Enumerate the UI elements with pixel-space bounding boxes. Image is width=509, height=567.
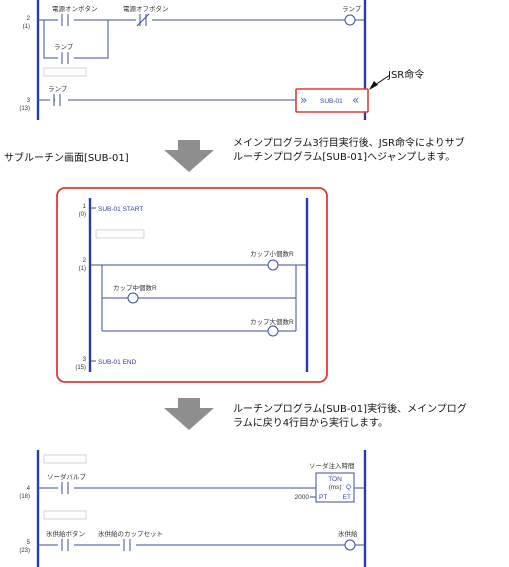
step-number: (1) [23,24,30,30]
timer-instance-label: ソーダ注入時間 [309,461,355,470]
subroutine-start-label[interactable]: SUB-01 START [98,206,143,213]
callout-arrowhead [369,81,378,90]
subroutine-end-label[interactable]: SUB-01 END [98,359,137,366]
step-number: (23) [19,548,30,554]
timer-preset-value: 2000 [295,494,310,501]
step-number: (18) [19,494,30,500]
main-program-bottom: 4 (18) ソーダバルブ ソーダ注入時間 TON (ms) Q PT ET 2… [19,450,367,567]
contact-label: 電源オフボタン [123,4,169,13]
pulse-mark: ↑ [53,97,56,104]
coil-label: カップ中個数R [113,283,157,292]
jsr-arrow-in-icon: » [300,93,307,107]
comment-box[interactable] [95,229,145,239]
callout-label: JSR命令 [387,68,424,81]
coil-label: カップ小個数R [250,249,294,258]
rung-number: 2 [27,16,31,22]
step-number: (13) [19,106,30,112]
jsr-target[interactable]: SUB-01 [320,98,343,105]
contact-bg [120,539,136,551]
coil-lamp[interactable] [344,14,356,26]
callout-leader [374,74,391,86]
coil-label: カップ大個数R [250,317,294,326]
parallel-branch [43,20,109,59]
step-number: (0) [79,212,86,218]
contact-bg [58,52,74,64]
coil-ice-supply[interactable] [344,539,356,551]
contact-bg [58,539,74,551]
step-number: (15) [75,365,86,371]
coil-label: ランプ [342,5,362,13]
subroutine-frame: 1 (0) SUB-01 START 2 (1) カップ小個数R カップ中個数R… [56,187,328,383]
rung-number: 2 [83,258,87,264]
main-program-top: 2 (1) 電源オンボタン 電源オフボタン ランプ ランプ 3 (13) ↑ ラ… [19,0,424,120]
timer-unit: (ms) [329,484,342,491]
contact-label: ランプ [54,43,74,51]
coil-label: 氷供給 [338,529,358,538]
rung-number: 3 [83,357,87,363]
timer-et-pin: ET [343,494,351,501]
timer-pt-pin: PT [319,494,327,501]
contact-bg [58,14,74,26]
contact-label: 氷供給ボタン [46,529,85,538]
comment-box[interactable] [43,67,87,77]
step-arrow-2: ルーチンプログラム[SUB-01]実行後、メインプログ ラムに戻り4行目から実行… [164,398,467,430]
timer-type: TON [328,476,342,483]
rung-number: 5 [27,540,31,546]
contact-label: ランプ [48,85,68,93]
subroutine-screen-label: サブルーチン画面[SUB-01] [4,151,129,164]
rung-number: 4 [27,486,31,492]
explanation-line: ルーチンプログラム[SUB-01]へジャンプします。 [233,150,455,163]
step-number: (1) [79,266,86,272]
explanation-line: メインプログラム3行目実行後、JSR命令によりサブ [233,136,465,149]
explanation-line: ルーチンプログラム[SUB-01]実行後、メインプログ [233,402,467,415]
contact-bg [58,482,74,494]
contact-label: 氷供給のカップセット [98,529,163,538]
jsr-arrow-out-icon: « [352,93,359,107]
down-arrow-icon [164,398,214,430]
contact-label: ソーダバルブ [47,472,87,481]
rung-number: 3 [27,98,31,104]
down-arrow-icon [164,140,214,172]
timer-q-pin: Q [346,484,351,491]
jsr-highlight [295,88,369,113]
explanation-line: ラムに戻り4行目から実行します。 [233,416,388,429]
comment-box[interactable] [43,454,87,464]
contact-nc-slash [136,13,150,27]
step-arrow-1: サブルーチン画面[SUB-01] メインプログラム3行目実行後、JSR命令により… [4,136,465,172]
rung-number: 1 [83,204,87,210]
subroutine-highlight [56,187,328,383]
comment-box[interactable] [43,510,87,520]
contact-label: 電源オンボタン [52,4,98,13]
